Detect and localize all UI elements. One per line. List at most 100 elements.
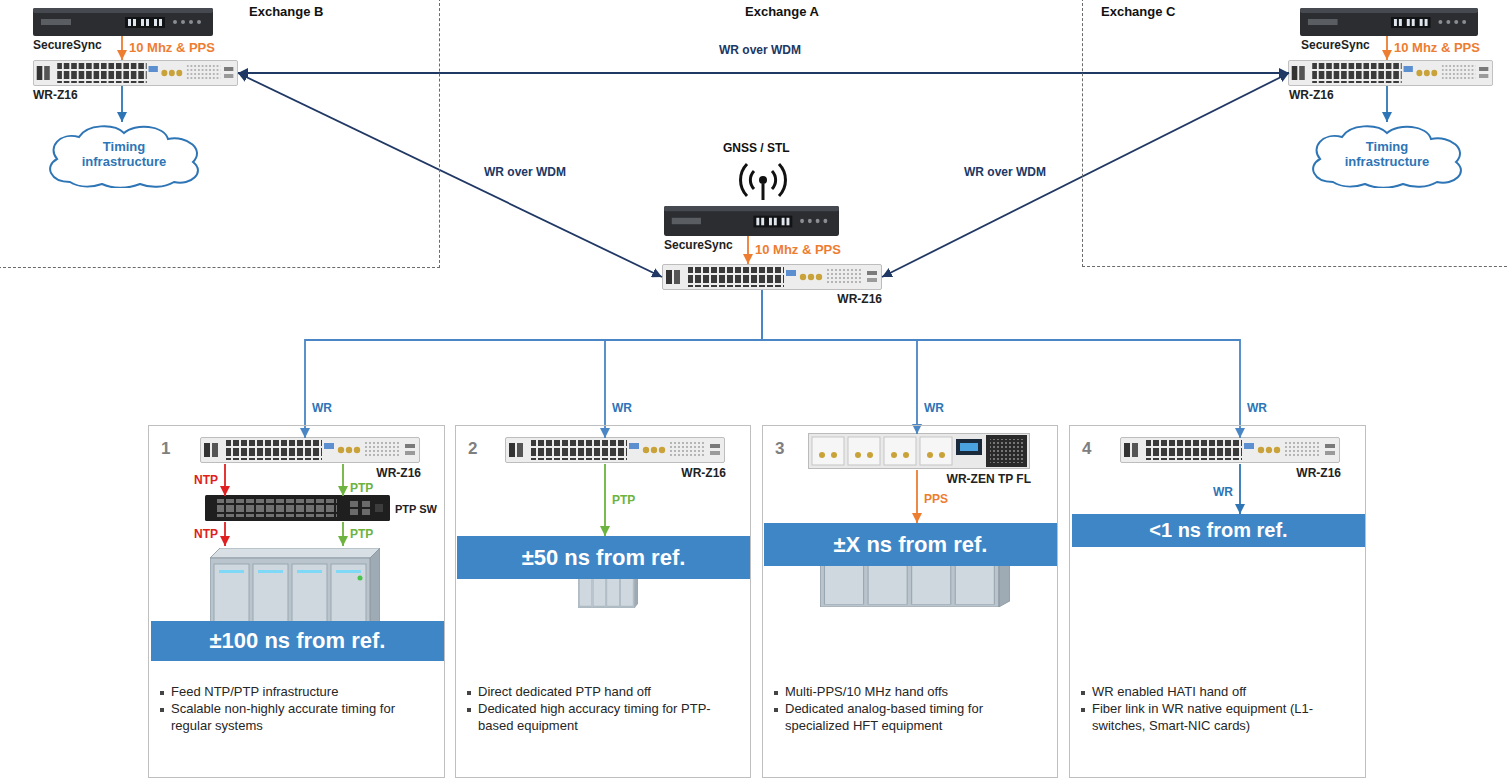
connector	[238, 73, 662, 277]
device-label: SecureSync	[664, 238, 733, 252]
connector-label: WR over WDM	[717, 43, 803, 57]
exchange-region: Exchange BSecureSyncWR-Z16Timing infrast…	[0, 0, 440, 268]
bullet-list: WR enabled HATI hand offFiber link in WR…	[1080, 684, 1355, 735]
bullet-text: Feed NTP/PTP infrastructure	[159, 684, 434, 701]
connector	[747, 236, 749, 264]
exchange-title: Exchange A	[745, 4, 819, 19]
bullet-list: Feed NTP/PTP infrastructureScalable non-…	[159, 684, 434, 735]
connector	[224, 522, 226, 546]
device-label: WR-Z16	[681, 466, 726, 480]
device-label: SecureSync	[1301, 38, 1370, 52]
connector	[121, 86, 123, 122]
wr-z16-device	[33, 61, 237, 86]
device-box: SecureSync	[664, 206, 839, 236]
use-case-panel: 4WR enabled HATI hand offFiber link in W…	[1069, 425, 1366, 778]
device-label: WR-Z16	[1289, 88, 1334, 102]
bullet-text: WR enabled HATI hand off	[1080, 684, 1355, 701]
cloud-path	[50, 126, 198, 187]
device-label: WR-ZEN TP FL	[947, 472, 1031, 486]
bullet-text: Direct dedicated PTP hand off	[466, 684, 740, 701]
connector-label: WR	[610, 401, 634, 415]
region-title: Exchange B	[249, 4, 323, 19]
device-box: WR-Z16	[1121, 438, 1341, 464]
connector	[342, 464, 344, 496]
accuracy-band: ±X ns from ref.	[764, 523, 1057, 603]
region-title: Exchange C	[1101, 4, 1175, 19]
cloud-text-box: Timing infrastructure	[40, 122, 208, 188]
device-label: PTP SW	[395, 503, 437, 515]
connector-label: PTP	[348, 527, 375, 541]
connector	[1386, 86, 1388, 122]
connector	[121, 36, 123, 60]
connector-label: 10 Mhz & PPS	[127, 41, 217, 55]
antenna-icon	[741, 164, 786, 200]
illustration-part	[750, 171, 754, 189]
accuracy-band: ±100 ns from ref.	[151, 546, 444, 661]
device-box: WR-Z16	[662, 264, 882, 290]
cloud-label: Timing infrastructure	[1332, 140, 1442, 170]
accuracy-text: ±50 ns from ref.	[522, 545, 686, 571]
illustration-part	[779, 164, 785, 196]
device-box: SecureSync	[33, 8, 213, 36]
cloud-shape: Timing infrastructure	[40, 122, 208, 188]
accuracy-band: ±50 ns from ref.	[457, 536, 750, 608]
device-label: WR-Z16	[1296, 466, 1341, 480]
accuracy-text: ±100 ns from ref.	[210, 628, 386, 654]
illustration-part	[762, 184, 765, 200]
illustration-part	[741, 164, 747, 196]
connector-label: PPS	[922, 492, 950, 506]
use-case-panel: 2Direct dedicated PTP hand offDedicated …	[455, 425, 751, 778]
connector	[762, 290, 1240, 438]
bullet-text: Dedicated analog-based timing for specia…	[773, 701, 1047, 735]
connector-label: WR over WDM	[962, 165, 1048, 179]
accuracy-band-fill: <1 ns from ref.	[1072, 514, 1365, 547]
device-label: WR-Z16	[837, 292, 882, 306]
connector	[342, 522, 344, 546]
connector-label: WR	[310, 401, 334, 415]
securesync-device	[33, 8, 213, 36]
connector-label: 10 Mhz & PPS	[1392, 41, 1482, 55]
illustration-part	[759, 176, 767, 184]
connector	[1386, 36, 1388, 60]
bullet-text: Multi-PPS/10 MHz hand offs	[773, 684, 1047, 701]
bullet-list: Direct dedicated PTP hand offDedicated h…	[466, 684, 740, 735]
securesync-device	[664, 206, 839, 236]
antenna-label: GNSS / STL	[723, 141, 790, 155]
callout-number: 2	[468, 439, 477, 459]
connector-label: NTP	[192, 527, 220, 541]
cloud-shape: Timing infrastructure	[1303, 122, 1471, 188]
connector	[224, 464, 226, 496]
wr-z16-device	[1121, 438, 1340, 463]
bullet-text: Fiber link in WR native equipment (L1-sw…	[1080, 701, 1355, 735]
wr-zen-device	[809, 434, 1030, 469]
device-label: SecureSync	[33, 38, 102, 52]
connector-label: WR	[922, 401, 946, 415]
accuracy-text: ±X ns from ref.	[834, 532, 988, 558]
connector	[882, 73, 1289, 277]
wr-z16-device	[201, 438, 420, 463]
bullet-text: Dedicated high accuracy timing for PTP-b…	[466, 701, 740, 735]
connector-label: 10 Mhz & PPS	[753, 243, 843, 257]
connector-label: WR	[1211, 485, 1235, 499]
connector-label: WR	[1245, 401, 1269, 415]
ptp-switch	[205, 495, 390, 521]
device-box: PTP SW	[206, 496, 391, 522]
bullet-list: Multi-PPS/10 MHz hand offsDedicated anal…	[773, 684, 1047, 735]
wr-z16-device	[506, 438, 725, 463]
bullet-text: Scalable non-highly accurate timing for …	[159, 701, 434, 735]
device-box: WR-Z16	[201, 438, 421, 464]
connector	[305, 290, 762, 438]
cloud-text-box: Timing infrastructure	[1303, 122, 1471, 188]
device-box: SecureSync	[1301, 8, 1479, 36]
cloud-path	[1313, 126, 1461, 187]
accuracy-band: <1 ns from ref.	[1072, 514, 1365, 547]
wr-z16-device	[1288, 61, 1492, 86]
accuracy-band-fill: ±50 ns from ref.	[457, 536, 750, 579]
securesync-device	[1300, 8, 1478, 36]
connector	[762, 290, 917, 434]
callout-number: 1	[161, 439, 170, 459]
connector-label: NTP	[192, 473, 220, 487]
connector	[1239, 464, 1241, 514]
